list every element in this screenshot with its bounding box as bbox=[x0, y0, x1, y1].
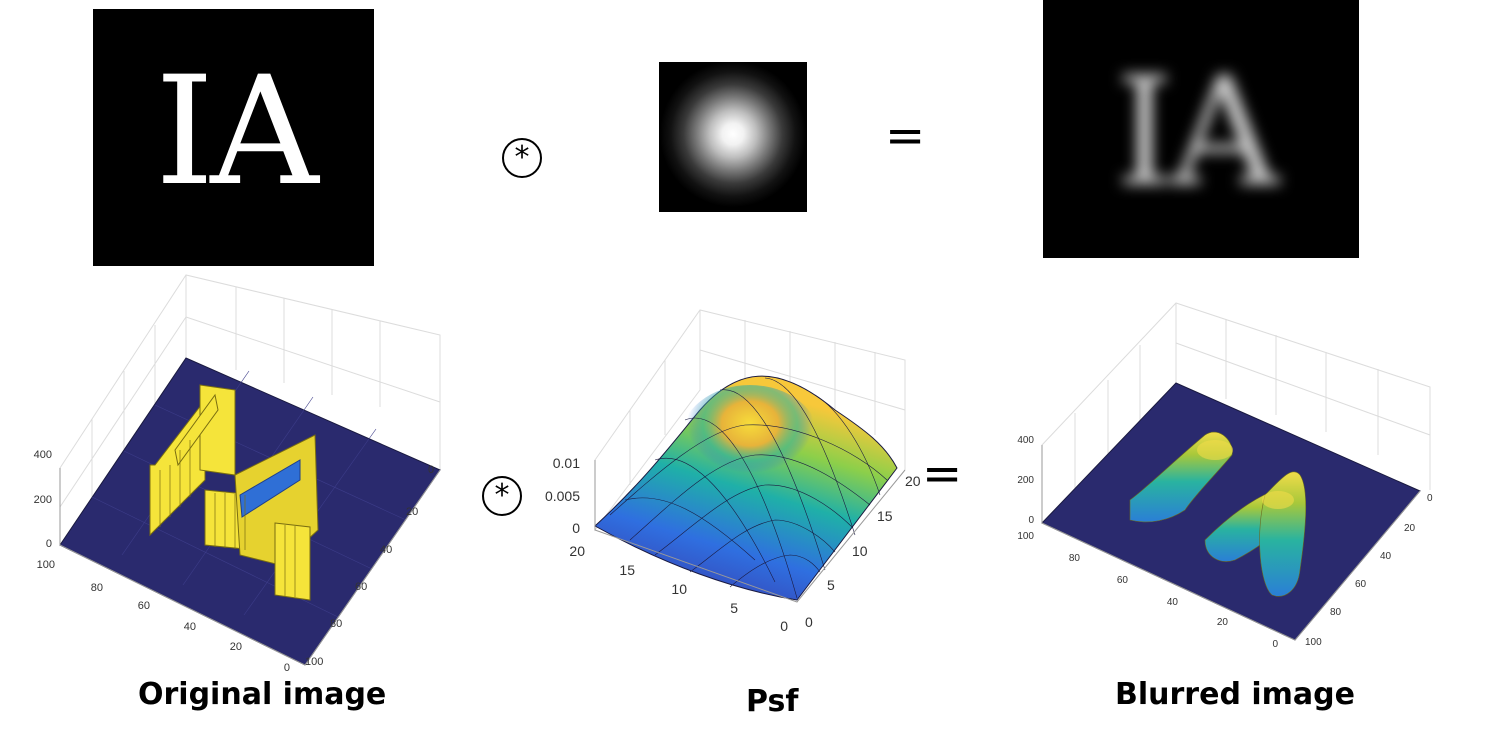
blurred-left-tick: 20 bbox=[1217, 617, 1229, 628]
original-right-tick: 20 bbox=[406, 506, 418, 518]
original-left-tick: 80 bbox=[91, 582, 103, 594]
blurred-left-tick: 60 bbox=[1117, 575, 1129, 586]
original-grid bbox=[59, 287, 441, 508]
convolution-operator-bottom: * bbox=[482, 476, 522, 516]
blurred-image-letters: IA bbox=[1115, 46, 1279, 220]
original-z-tick: 200 bbox=[34, 494, 52, 506]
blurred-right-tick: 0 bbox=[1427, 493, 1433, 504]
original-right-tick: 100 bbox=[305, 656, 323, 668]
blurred-surface-plot: 400 200 0 100 80 60 40 20 0 0 20 40 60 8… bbox=[1017, 302, 1433, 650]
psf-z-tick: 0.01 bbox=[553, 455, 580, 471]
original-left-tick: 20 bbox=[230, 641, 242, 653]
psf-left-tick: 20 bbox=[569, 543, 585, 559]
original-image-panel: IA bbox=[93, 9, 374, 266]
psf-mesh bbox=[609, 377, 888, 599]
original-right-tick: 40 bbox=[380, 544, 392, 556]
original-slab-stripes bbox=[159, 440, 296, 597]
blurred-axes bbox=[1041, 445, 1421, 641]
blurred-image-panel: IA bbox=[1043, 0, 1359, 258]
psf-right-tick: 5 bbox=[827, 577, 835, 593]
convolution-operator-top: * bbox=[502, 138, 542, 178]
psf-image-panel bbox=[659, 62, 807, 212]
blurred-right-tick: 40 bbox=[1380, 551, 1392, 562]
blurred-right-tick: 80 bbox=[1330, 607, 1342, 618]
psf-right-tick: 10 bbox=[852, 543, 868, 559]
psf-right-tick: 0 bbox=[805, 614, 813, 630]
caption-original: Original image bbox=[138, 677, 387, 712]
blurred-left-tick: 100 bbox=[1017, 531, 1034, 542]
blurred-right-tick: 100 bbox=[1305, 637, 1322, 648]
original-right-tick: 0 bbox=[428, 464, 434, 476]
psf-left-tick: 5 bbox=[730, 600, 738, 616]
original-z-tick: 400 bbox=[34, 449, 52, 461]
blurred-floor bbox=[1041, 382, 1421, 641]
psf-z-tick: 0 bbox=[572, 520, 580, 536]
original-left-tick: 60 bbox=[138, 600, 150, 612]
psf-left-tick: 10 bbox=[671, 581, 687, 597]
caption-psf: Psf bbox=[746, 684, 799, 719]
blurred-right-tick: 20 bbox=[1404, 523, 1416, 534]
blurred-z-tick: 0 bbox=[1028, 515, 1034, 526]
blurred-left-tick: 0 bbox=[1272, 639, 1278, 650]
psf-right-tick: 15 bbox=[877, 508, 893, 524]
original-image-letters: IA bbox=[155, 45, 319, 219]
psf-grid bbox=[629, 320, 906, 485]
psf-peak bbox=[680, 385, 820, 495]
original-left-tick: 40 bbox=[184, 621, 196, 633]
blurred-right-tick: 60 bbox=[1355, 579, 1367, 590]
psf-axes bbox=[594, 460, 906, 603]
equals-operator-bottom: = bbox=[922, 446, 963, 502]
original-left-tick: 0 bbox=[284, 662, 290, 674]
original-z-tick: 0 bbox=[46, 538, 52, 550]
caption-blurred: Blurred image bbox=[1115, 677, 1355, 712]
psf-surface-plot: 0.01 0.005 0 20 15 10 5 0 0 5 10 15 20 bbox=[545, 309, 921, 634]
original-left-tick: 100 bbox=[37, 559, 55, 571]
blurred-left-tick: 80 bbox=[1069, 553, 1081, 564]
blurred-z-tick: 200 bbox=[1017, 475, 1034, 486]
psf-left-tick: 15 bbox=[619, 562, 635, 578]
blurred-letter-hills bbox=[1129, 431, 1307, 597]
original-right-tick: 60 bbox=[355, 581, 367, 593]
psf-left-tick: 0 bbox=[780, 618, 788, 634]
original-surface-plot: 400 200 0 100 80 60 40 20 0 0 20 40 60 8… bbox=[34, 274, 441, 674]
convolution-symbol: * bbox=[494, 478, 510, 513]
blurred-grid bbox=[1074, 319, 1431, 490]
blurred-left-tick: 40 bbox=[1167, 597, 1179, 608]
equals-operator-top: = bbox=[885, 108, 926, 164]
psf-z-tick: 0.005 bbox=[545, 488, 580, 504]
psf-right-tick: 20 bbox=[905, 473, 921, 489]
original-letter-slabs bbox=[149, 384, 319, 601]
original-axes bbox=[59, 468, 441, 666]
blurred-z-tick: 400 bbox=[1017, 435, 1034, 446]
original-right-tick: 80 bbox=[330, 618, 342, 630]
convolution-symbol: * bbox=[514, 140, 530, 175]
